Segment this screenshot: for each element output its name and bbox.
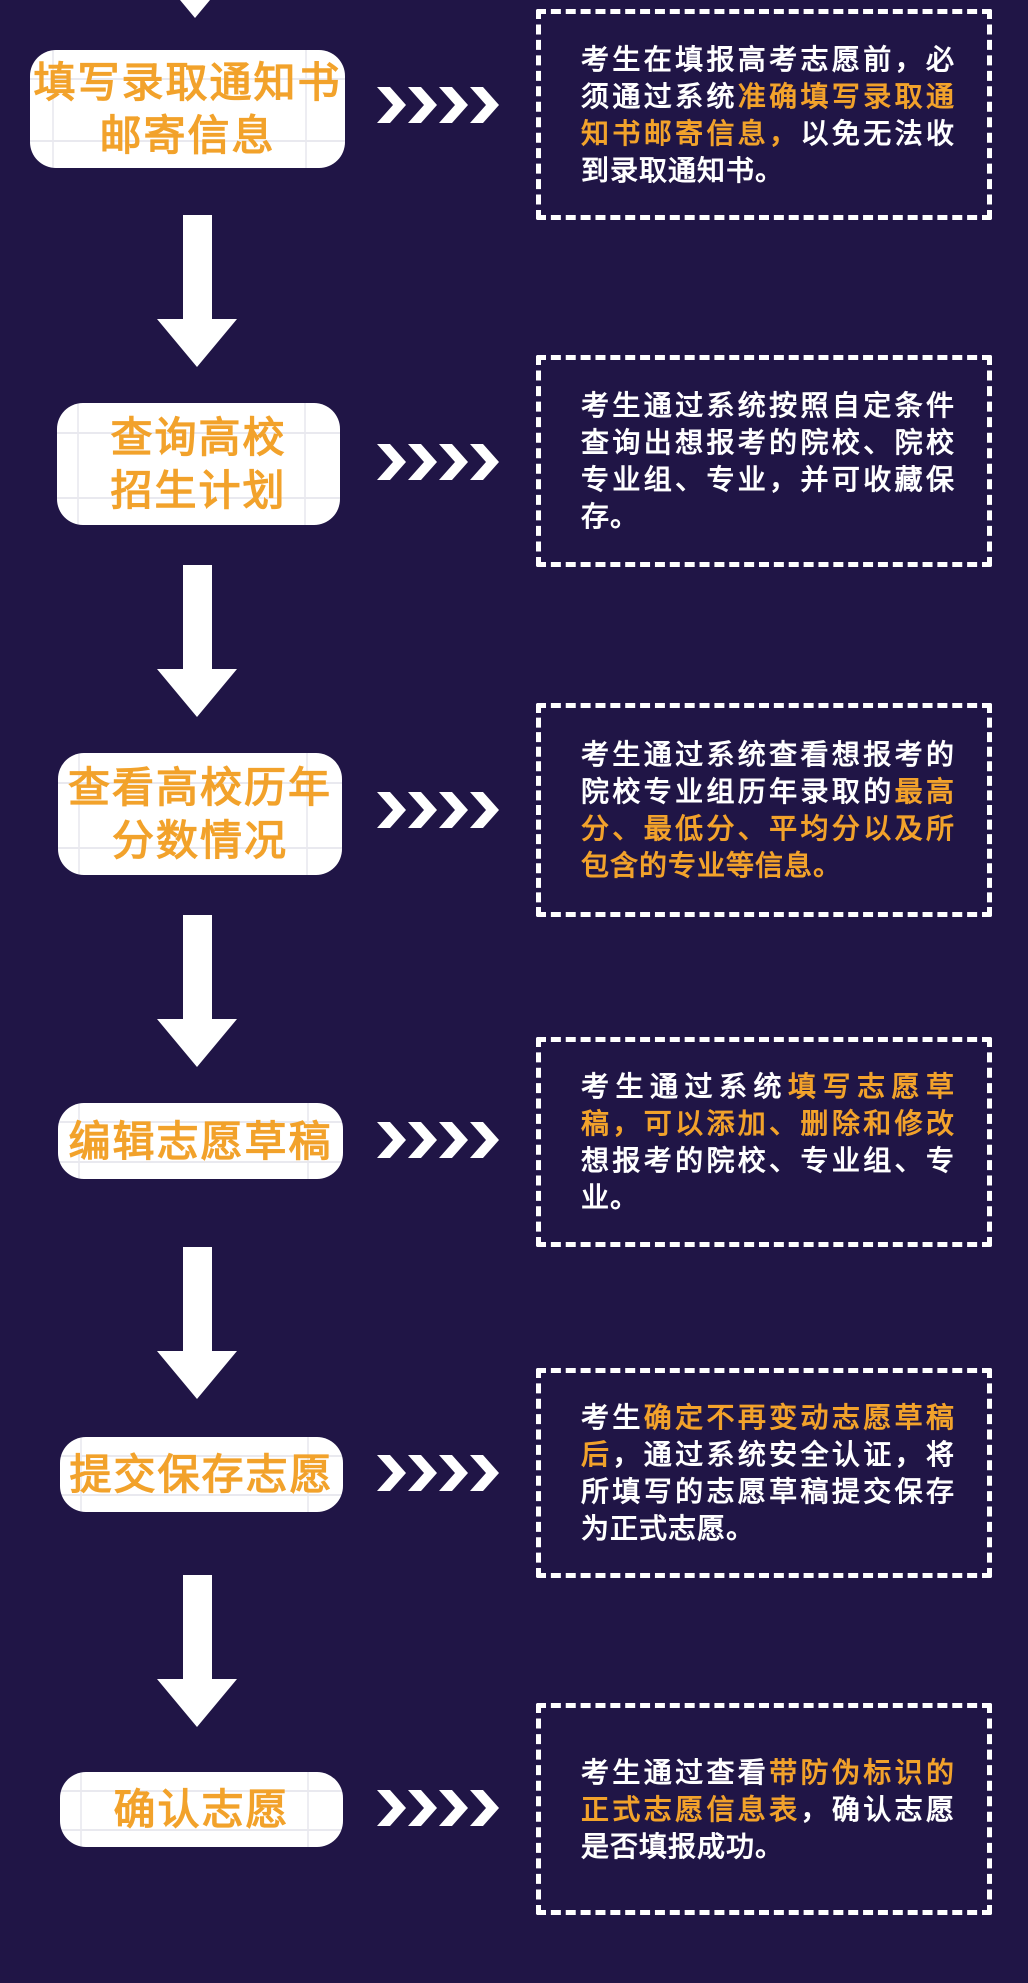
step-2-description-text: 考生通过系统按照自定条件查询出想报考的院校、院校专业组、专业，并可收藏保存。 <box>581 390 955 532</box>
step-4-label: 编辑志愿草稿 <box>68 1117 333 1165</box>
step-3-description-box: 考生通过系统查看想报考的院校专业组历年录取的最高分、最低分、平均分以及所包含的专… <box>536 703 992 917</box>
step-6-description-box: 考生通过查看带防伪标识的正式志愿信息表，确认志愿是否填报成功。 <box>536 1703 992 1915</box>
step-5-label: 提交保存志愿 <box>69 1451 334 1498</box>
step-3-chevrons-right-icon <box>377 792 499 828</box>
top-partial-down-arrow-icon <box>180 0 210 18</box>
step-5-box: 提交保存志愿 <box>60 1437 343 1512</box>
step-3-label: 查看高校历年分数情况 <box>67 764 332 864</box>
step-4-description-box: 考生通过系统填写志愿草稿，可以添加、删除和修改想报考的院校、专业组、专业。 <box>536 1037 992 1247</box>
step-1-chevrons-right-icon <box>377 87 499 123</box>
step-1-label: 填写录取通知书邮寄信息 <box>33 59 342 159</box>
step-6-chevrons-right-icon <box>377 1790 499 1826</box>
step-5-description-text: 考生确定不再变动志愿草稿后，通过系统安全认证，将所填写的志愿草稿提交保存为正式志… <box>581 1402 955 1544</box>
step-4-chevrons-right-icon <box>377 1122 499 1158</box>
step-5-chevrons-right-icon <box>377 1455 499 1491</box>
step-3-description-text: 考生通过系统查看想报考的院校专业组历年录取的最高分、最低分、平均分以及所包含的专… <box>581 739 955 881</box>
step-1-description-box: 考生在填报高考志愿前，必须通过系统准确填写录取通知书邮寄信息，以免无法收到录取通… <box>536 9 992 220</box>
step-6-box: 确认志愿 <box>60 1772 343 1847</box>
down-arrow-icon <box>157 915 237 1067</box>
down-arrow-icon <box>157 1575 237 1727</box>
step-2-chevrons-right-icon <box>377 444 499 480</box>
step-2-label: 查询高校招生计划 <box>110 414 287 514</box>
step-6-label: 确认志愿 <box>113 1786 290 1833</box>
step-1-box: 填写录取通知书邮寄信息 <box>30 50 345 168</box>
step-5-description-box: 考生确定不再变动志愿草稿后，通过系统安全认证，将所填写的志愿草稿提交保存为正式志… <box>536 1368 992 1578</box>
down-arrow-icon <box>157 565 237 717</box>
down-arrow-icon <box>157 215 237 367</box>
step-6-description-text: 考生通过查看带防伪标识的正式志愿信息表，确认志愿是否填报成功。 <box>581 1756 955 1862</box>
step-2-box: 查询高校招生计划 <box>57 403 340 525</box>
step-4-description-text: 考生通过系统填写志愿草稿，可以添加、删除和修改想报考的院校、专业组、专业。 <box>581 1071 955 1213</box>
step-1-description-text: 考生在填报高考志愿前，必须通过系统准确填写录取通知书邮寄信息，以免无法收到录取通… <box>581 43 955 186</box>
step-2-description-box: 考生通过系统按照自定条件查询出想报考的院校、院校专业组、专业，并可收藏保存。 <box>536 355 992 567</box>
step-4-box: 编辑志愿草稿 <box>58 1103 343 1179</box>
step-3-box: 查看高校历年分数情况 <box>58 753 342 875</box>
down-arrow-icon <box>157 1247 237 1399</box>
